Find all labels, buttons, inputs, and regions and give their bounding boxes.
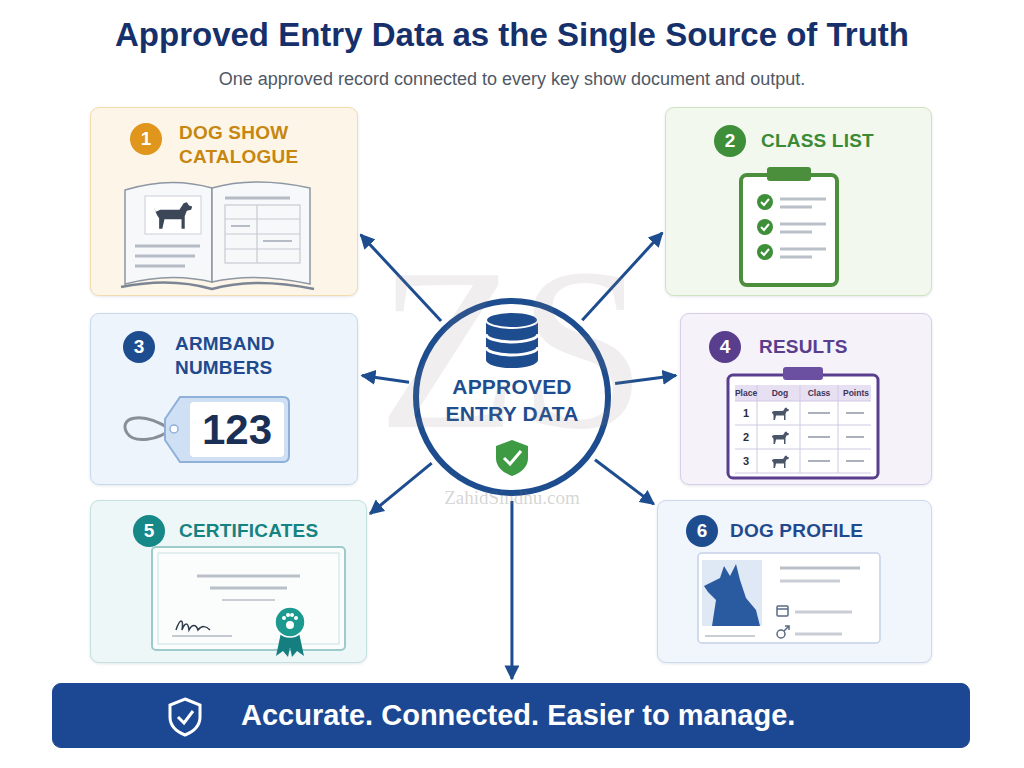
box-heading: DOG PROFILE bbox=[730, 519, 920, 543]
callout-number: 4 bbox=[709, 331, 741, 363]
watermark-logo: ZS bbox=[352, 225, 672, 475]
diagram-title: Approved Entry Data as the Single Source… bbox=[0, 16, 1024, 54]
callout-number: 1 bbox=[130, 123, 162, 155]
box-heading: ARMBAND NUMBERS bbox=[175, 332, 305, 380]
diagram-caption: One approved record connected to every k… bbox=[0, 69, 1024, 90]
output-box: 2 CLASS LIST bbox=[665, 107, 932, 296]
output-box: 4 RESULTS bbox=[680, 313, 932, 485]
summary-band: Accurate. Connected. Easier to manage. bbox=[52, 683, 970, 748]
box-heading: DOG SHOW CATALOGUE bbox=[179, 121, 349, 169]
callout-number: 6 bbox=[686, 515, 718, 547]
callout-number: 2 bbox=[714, 125, 746, 157]
flow-arrow bbox=[510, 501, 513, 679]
output-box: 6 DOG PROFILE bbox=[657, 500, 932, 663]
callout-number: 3 bbox=[123, 331, 155, 363]
watermark: ZahidSindhu.com bbox=[372, 486, 652, 510]
table-header: Class bbox=[803, 388, 835, 399]
box-heading: CLASS LIST bbox=[761, 129, 921, 153]
summary-text: Accurate. Connected. Easier to manage. bbox=[241, 697, 941, 734]
table-header: Points bbox=[838, 388, 874, 399]
output-box: 1 DOG SHOW CATALOGUE bbox=[90, 107, 358, 296]
armband-tag-part bbox=[190, 402, 284, 457]
box-heading: RESULTS bbox=[759, 335, 919, 359]
table-header: Place bbox=[732, 388, 760, 399]
output-box: 5 CERTIFICATES bbox=[90, 500, 367, 663]
table-cell: 2 bbox=[736, 430, 756, 444]
table-header: Dog bbox=[764, 388, 796, 399]
armband-number: 123 bbox=[190, 404, 284, 456]
table-cell: 1 bbox=[736, 406, 756, 420]
callout-number: 5 bbox=[133, 515, 165, 547]
table-cell: 3 bbox=[736, 454, 756, 468]
output-box: 3 ARMBAND NUMBERS bbox=[90, 313, 358, 485]
box-heading: CERTIFICATES bbox=[179, 519, 359, 543]
